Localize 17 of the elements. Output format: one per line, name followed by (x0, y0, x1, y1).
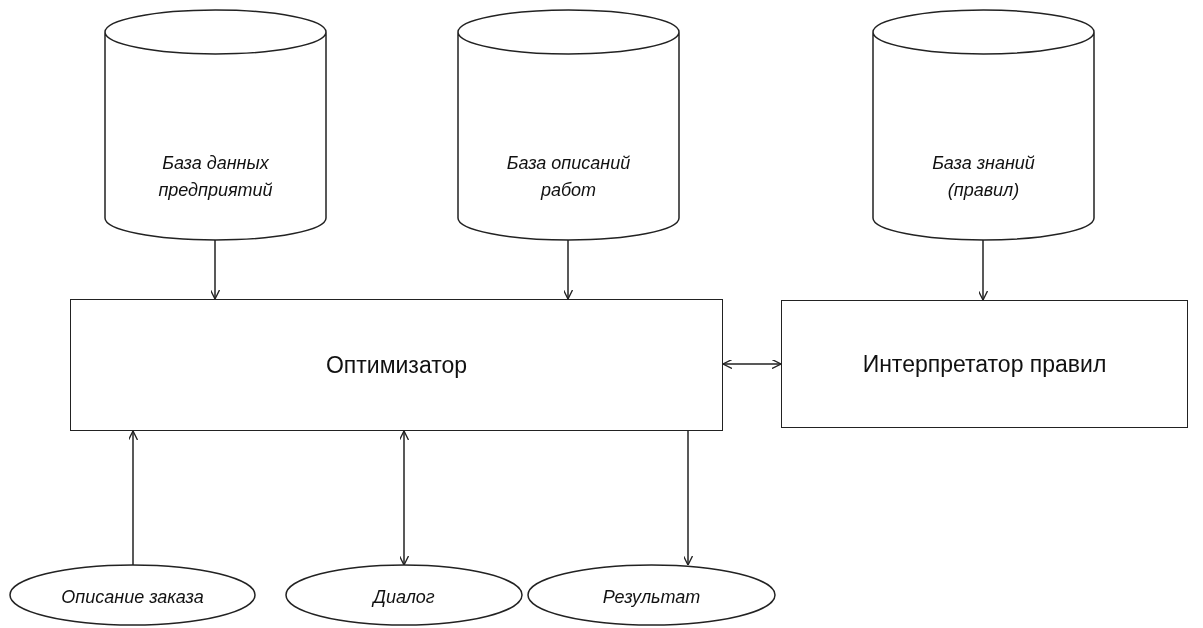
database-label: База знаний (правил) (931, 152, 1036, 202)
process-box (70, 299, 723, 431)
process-box (781, 300, 1188, 428)
database-label: База данных предприятий (157, 152, 274, 202)
arrow (977, 239, 989, 301)
ellipse-label: Описание заказа (60, 586, 205, 609)
arrow (562, 239, 574, 300)
arrow (682, 430, 694, 566)
ellipse-label: Результат (601, 586, 702, 609)
process-label: Интерпретатор правил (861, 350, 1108, 379)
arrow (209, 239, 221, 300)
arrow (722, 358, 782, 370)
process-label: Оптимизатор (324, 351, 469, 380)
ellipse-label: Диалог (370, 586, 436, 609)
arrow (127, 430, 139, 566)
arrow (398, 430, 410, 566)
database-label: База описаний работ (505, 152, 632, 202)
